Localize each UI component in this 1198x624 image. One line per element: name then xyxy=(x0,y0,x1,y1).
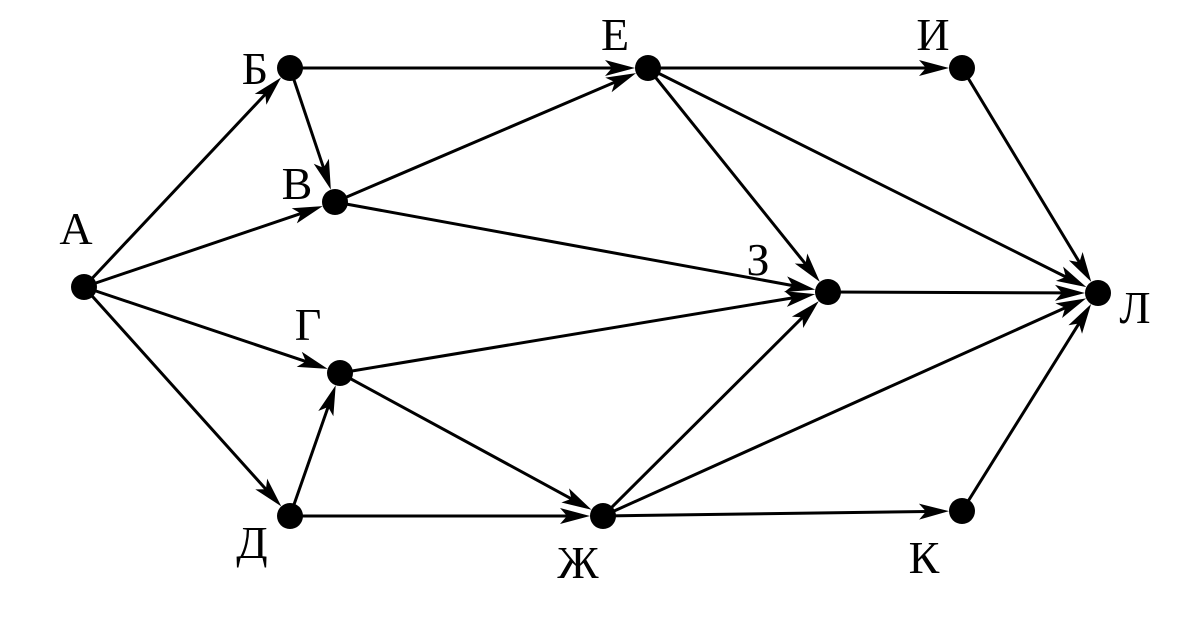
edge-V-Z xyxy=(334,200,794,288)
edge-G-Zh xyxy=(339,371,573,501)
arrowhead-E-Z xyxy=(794,253,820,282)
node-K xyxy=(949,498,975,524)
arrowhead-Z-L xyxy=(1054,284,1086,301)
arrowhead-V-Z xyxy=(784,276,816,293)
node-label-I: И xyxy=(916,9,949,60)
node-label-V: В xyxy=(282,158,313,209)
nodes-layer xyxy=(71,55,1111,529)
edge-E-L xyxy=(647,66,1068,279)
edge-A-B xyxy=(82,92,268,289)
edge-I-L xyxy=(960,67,1082,264)
arrowhead-G-Zh xyxy=(561,488,592,510)
node-Z xyxy=(815,279,841,305)
arrowhead-A-B xyxy=(254,77,282,105)
arrowhead-Zh-K xyxy=(918,503,950,520)
arrowhead-E-I xyxy=(919,60,949,76)
arrowhead-A-D xyxy=(255,478,282,507)
node-label-K: К xyxy=(909,532,940,583)
node-A xyxy=(71,274,97,300)
edge-B-V xyxy=(288,67,326,170)
node-label-B: Б xyxy=(242,43,268,94)
edge-E-Z xyxy=(646,67,808,266)
node-I xyxy=(949,55,975,81)
node-label-E: Е xyxy=(601,9,629,60)
edge-D-G xyxy=(288,405,330,517)
node-V xyxy=(322,189,348,215)
node-B xyxy=(277,55,303,81)
edge-V-E xyxy=(334,80,617,204)
arrowhead-I-L xyxy=(1068,252,1092,282)
arrowhead-K-L xyxy=(1068,304,1092,334)
edge-Zh-K xyxy=(602,509,928,518)
arrowhead-Zh-Z xyxy=(791,301,819,329)
edge-K-L xyxy=(960,321,1081,512)
edge-A-D xyxy=(82,285,268,491)
edges-layer xyxy=(82,60,1092,524)
arrowhead-B-V xyxy=(313,158,331,190)
edge-Z-L xyxy=(827,290,1064,295)
arrowhead-D-G xyxy=(318,385,336,417)
labels-layer: А Б В Г Д Е Ж З И К Л xyxy=(59,9,1150,588)
edge-A-V xyxy=(83,211,303,289)
node-D xyxy=(277,503,303,529)
node-label-G: Г xyxy=(295,299,322,350)
node-label-D: Д xyxy=(236,517,267,568)
arrowhead-V-E xyxy=(605,73,637,93)
arrowhead-D-Zh xyxy=(560,508,590,524)
edge-Zh-L xyxy=(602,306,1067,518)
node-label-Z: З xyxy=(746,234,769,285)
arrowhead-B-E xyxy=(605,60,635,76)
node-E xyxy=(635,55,661,81)
arrowhead-Zh-L xyxy=(1055,298,1087,318)
node-Zh xyxy=(590,503,616,529)
node-G xyxy=(327,360,353,386)
node-label-Zh: Ж xyxy=(557,537,599,588)
arrowhead-A-V xyxy=(291,206,323,224)
arrowhead-G-Z xyxy=(784,291,816,307)
node-L xyxy=(1085,280,1111,306)
arrowhead-E-L xyxy=(1055,266,1087,288)
edge-A-G xyxy=(83,285,308,364)
edge-G-Z xyxy=(339,296,794,375)
node-label-A: А xyxy=(59,203,92,254)
edge-Zh-Z xyxy=(601,315,805,518)
node-label-L: Л xyxy=(1119,282,1150,333)
arrowhead-A-G xyxy=(296,351,328,369)
